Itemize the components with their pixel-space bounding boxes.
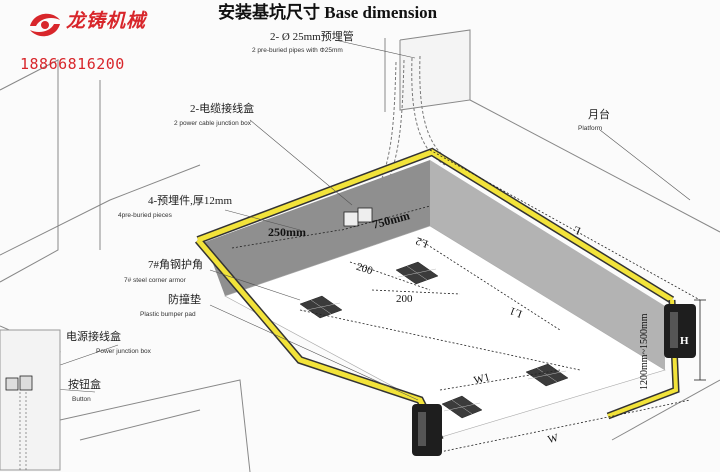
bumper-label-cn: 防撞垫 bbox=[168, 294, 201, 306]
armor-label-en: 7# steel corner armor bbox=[124, 277, 186, 284]
company-name: 龙铸机械 bbox=[66, 10, 147, 32]
dimension-h: H bbox=[680, 335, 689, 347]
dimension-200-b: 200 bbox=[396, 293, 413, 305]
pit-back-wall bbox=[205, 160, 430, 296]
platform-label-en: Platform bbox=[578, 125, 603, 132]
button-label-en: Button bbox=[72, 396, 91, 403]
pit-right-wall bbox=[430, 160, 665, 370]
armor-label-cn: 7#角钢护角 bbox=[148, 259, 203, 271]
button-label-cn: 按钮盒 bbox=[68, 379, 101, 391]
callout-leaders bbox=[39, 39, 691, 401]
cable-junction-box bbox=[343, 207, 373, 227]
platform-edge bbox=[469, 99, 720, 441]
platform-label-cn: 月台 bbox=[588, 109, 610, 121]
pit-floor bbox=[224, 225, 666, 439]
junction-label-en: 2 power cable junction box bbox=[174, 120, 251, 127]
power-box-label-cn: 电源接线盒 bbox=[66, 331, 121, 343]
pipes-label-en: 2 pre-buried pipes with Φ25mm bbox=[252, 47, 343, 54]
power-junction-box bbox=[5, 375, 33, 391]
junction-label-cn: 2-电缆接线盒 bbox=[190, 103, 255, 115]
pieces-label-en: 4pre-buried pieces bbox=[118, 212, 172, 219]
phone-number: 18866816200 bbox=[20, 55, 125, 73]
dimension-lines bbox=[231, 149, 701, 453]
power-box-label-en: Power junction box bbox=[96, 348, 151, 355]
company-logo-icon bbox=[30, 13, 60, 37]
dimension-250: 250mm bbox=[268, 225, 306, 239]
pipes-label-cn: 2- Ø 25mm预埋管 bbox=[270, 31, 354, 43]
page-title: 安装基坑尺寸 Base dimension bbox=[218, 3, 438, 22]
power-junction-area bbox=[0, 325, 251, 472]
dimension-depth-range: 1200mm~1500mm bbox=[639, 313, 650, 390]
depth-dimension bbox=[694, 299, 706, 381]
pieces-label-cn: 4-预埋件,厚12mm bbox=[148, 195, 233, 207]
bumper-label-en: Plastic bumper pad bbox=[140, 311, 196, 318]
